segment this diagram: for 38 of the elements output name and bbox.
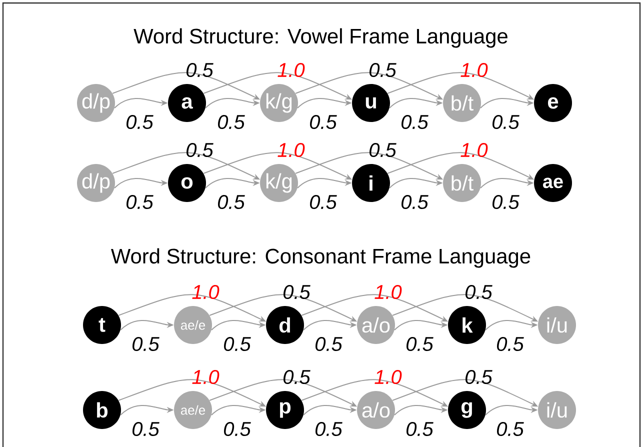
edge-label: 0.5 [132, 336, 160, 352]
heading: Word Structure: Consonant Frame Language [111, 248, 530, 268]
edge-label: 0.5 [316, 422, 342, 436]
edge-label: 0.5 [492, 114, 520, 130]
edge-label: 1.0 [192, 284, 220, 300]
edge-label: 0.5 [466, 370, 492, 384]
edge-label: 1.0 [460, 142, 488, 158]
edge-label: 0.5 [466, 284, 492, 300]
edge-label: 0.5 [402, 194, 428, 210]
edge-label: 0.5 [224, 336, 251, 352]
edge-label: 0.5 [224, 422, 251, 436]
edge-label: 0.5 [186, 142, 214, 158]
edge-label: 1.0 [374, 284, 402, 300]
edge-label: 0.5 [126, 114, 154, 130]
edge-label: 0.5 [132, 422, 160, 436]
edge-label: 1.0 [192, 370, 220, 384]
edge-label: 1.0 [374, 370, 402, 384]
edge-label: 0.5 [406, 422, 434, 436]
edge-label: 0.5 [284, 284, 310, 300]
edge-label: 0.5 [370, 142, 396, 158]
edge-label: 1.0 [278, 142, 305, 158]
edge-label: 0.5 [218, 194, 245, 210]
edge-label: 0.5 [492, 194, 520, 210]
edge-label: 0.5 [316, 336, 342, 352]
edge-label: 0.5 [497, 336, 524, 352]
edge-label: 0.5 [310, 114, 337, 130]
edge-label: 0.5 [218, 114, 245, 130]
edge-label: 1.0 [278, 62, 305, 78]
edge-label: 0.5 [186, 62, 214, 78]
heading: Word Structure: Vowel Frame Language [134, 28, 508, 48]
edge-label: 0.5 [406, 336, 434, 352]
edge-label: 0.5 [126, 194, 154, 210]
edge-label: 0.5 [284, 370, 310, 384]
edge-label: 0.5 [497, 422, 524, 436]
edge-label: 0.5 [370, 62, 396, 78]
edge-label: 0.5 [402, 114, 428, 130]
edge-label: 0.5 [310, 194, 337, 210]
edge-label: 1.0 [460, 62, 488, 78]
